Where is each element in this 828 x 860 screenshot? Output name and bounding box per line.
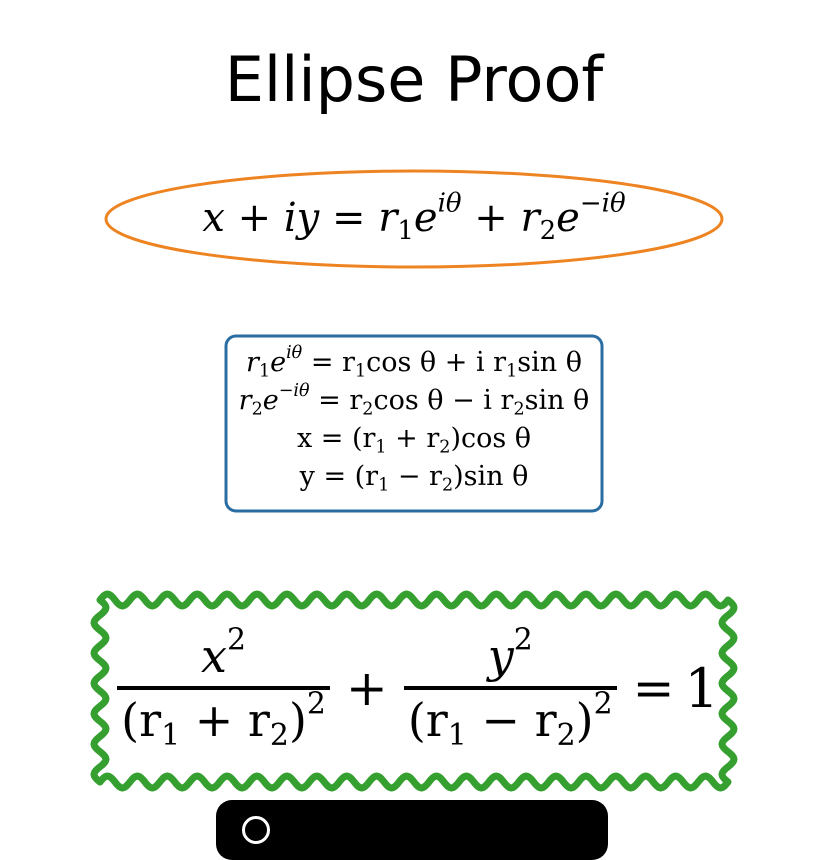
line2-rest1: = r [309,385,363,416]
eq-top-e1: e [413,195,438,241]
line3-pre: x = (r [296,423,376,454]
derivation-box: r1eiθ = r1cos θ + i r1sin θ r2e−iθ = r2c… [226,344,602,496]
line3-s2: 2 [439,437,451,458]
fraction-x-denominator: (r1 + r2)2 [117,686,330,750]
den2-mid: − r [466,693,557,747]
eq-top-r1-sub: 1 [397,215,414,246]
line2-a-sub: 2 [251,399,263,420]
line2-rest1-sub: 2 [362,399,374,420]
line1-rest1-sub: 1 [354,361,367,382]
eq-top-plus: + [474,195,508,241]
line3-post: )cos θ [450,423,532,454]
line1-a-sub: 1 [258,361,271,382]
line1-a: r [246,347,259,378]
line1-b-sup: iθ [286,342,303,363]
line2-rest2: cos θ − i r [373,385,514,416]
final-plus: + [345,659,388,717]
blue-rounded-box [224,334,604,513]
line4-pre: y = (r [299,461,379,492]
line1-rest3: sin θ [517,347,582,378]
fraction-y: y2 (r1 − r2)2 [403,625,617,750]
line3-s1: 1 [375,437,387,458]
den2-s1: 1 [447,717,467,753]
bottom-bar-button[interactable] [216,800,608,860]
den2-sup: 2 [593,686,613,722]
den1-mid: + r [180,693,270,747]
line1-rest2: cos θ + i r [366,347,507,378]
final-rhs: 1 [684,656,719,720]
fraction-x-numerator: x2 [195,625,252,686]
num1-sup: 2 [227,622,247,658]
den1-sup: 2 [306,686,326,722]
den1-s2: 2 [269,717,289,753]
eq-top-r1: r [378,195,398,241]
derivation-line-1: r1eiθ = r1cos θ + i r1sin θ [226,344,602,382]
fraction-y-denominator: (r1 − r2)2 [403,686,617,750]
line4-post: )sin θ [453,461,529,492]
shape-layer [90,169,738,792]
line4-s2: 2 [441,475,454,496]
num2-sup: 2 [513,622,533,658]
fraction-x: x2 (r1 + r2)2 [117,625,330,750]
eq-top-equals: = [332,195,366,241]
fraction-y-numerator: y2 [482,625,539,686]
orange-ellipse [104,169,724,269]
green-wavy-frame [90,590,738,792]
page-title: Ellipse Proof [224,43,604,116]
den1-pre: (r [121,693,162,747]
line2-rest2-sub: 2 [513,399,525,420]
den2-s2: 2 [556,717,576,753]
final-equation: x2 (r1 + r2)2 + y2 (r1 − r2)2 = 1 [117,625,719,750]
eq-top-lhs: x + iy [202,195,320,241]
line1-rest2-sub: 1 [506,361,518,382]
line2-b: e [262,385,279,416]
den2-post: ) [575,693,594,747]
line1-b: e [270,347,287,378]
line2-rest3: sin θ [524,385,590,416]
eq-top-e2: e [556,195,580,241]
line4-mid: − r [389,461,442,492]
den1-post: ) [288,693,307,747]
num2-var: y [487,629,514,683]
eq-top-e1-sup: iθ [437,188,462,219]
derivation-line-4: y = (r1 − r2)sin θ [226,458,602,496]
line3-mid: + r [386,423,440,454]
final-equals: = [632,659,675,717]
eq-top-r2: r [520,195,540,241]
line1-rest1: = r [302,347,355,378]
eq-top-r2-sub: 2 [539,215,557,246]
equation-top: x + iy = r1eiθ + r2e−iθ [106,188,722,248]
line2-a: r [238,385,252,416]
circle-icon [242,816,270,844]
line2-b-sup: −iθ [278,380,310,401]
derivation-line-3: x = (r1 + r2)cos θ [226,420,602,458]
num1-var: x [201,629,227,683]
line4-s1: 1 [378,475,390,496]
eq-top-e2-sup: −iθ [579,188,626,219]
derivation-line-2: r2e−iθ = r2cos θ − i r2sin θ [226,382,602,420]
den2-pre: (r [407,693,448,747]
den1-s1: 1 [161,717,181,753]
